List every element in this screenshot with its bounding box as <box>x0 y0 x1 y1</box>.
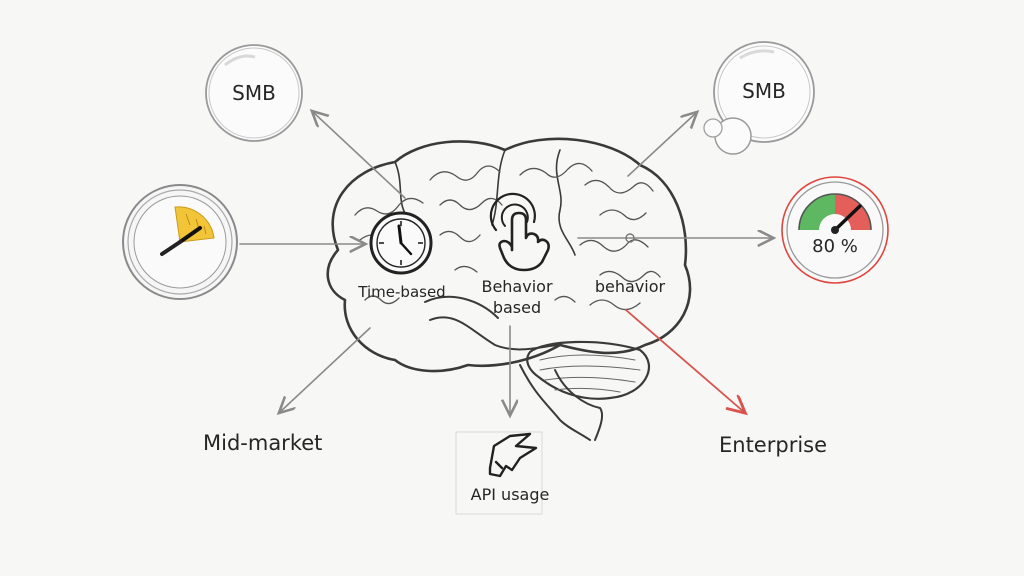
cerebellum-outline <box>526 340 651 400</box>
right-gauge-icon <box>781 176 889 284</box>
arrow-to-smb-left <box>313 112 406 199</box>
smb-bubble-right <box>703 41 815 155</box>
smb-left-label: SMB <box>232 81 276 105</box>
mid-market-label: Mid-market <box>203 431 323 455</box>
brain-icon <box>326 137 692 441</box>
arrow-to-smb-right <box>627 113 696 177</box>
smb-bubble-left <box>205 44 303 142</box>
behavior-based-label-line1: Behavior <box>481 277 553 296</box>
smb-right-label: SMB <box>742 79 786 103</box>
api-hand-icon <box>455 431 543 515</box>
connector-arrows <box>239 112 772 414</box>
arrow-to-enterprise <box>625 309 744 412</box>
gauge-value-label: 80 % <box>812 236 858 257</box>
time-based-label: Time-based <box>358 283 446 301</box>
brainstem-outline <box>519 364 591 441</box>
clock-icon <box>369 211 433 275</box>
arrow-to-mid-market <box>280 327 371 412</box>
tap-gesture-icon <box>489 192 550 272</box>
behavior-label: behavior <box>594 277 666 296</box>
api-usage-label: API usage <box>470 485 550 504</box>
cerebrum-outline <box>326 137 692 373</box>
left-gauge-icon <box>122 184 238 300</box>
enterprise-label: Enterprise <box>719 433 828 457</box>
behavior-based-label-line2: based <box>492 298 542 317</box>
